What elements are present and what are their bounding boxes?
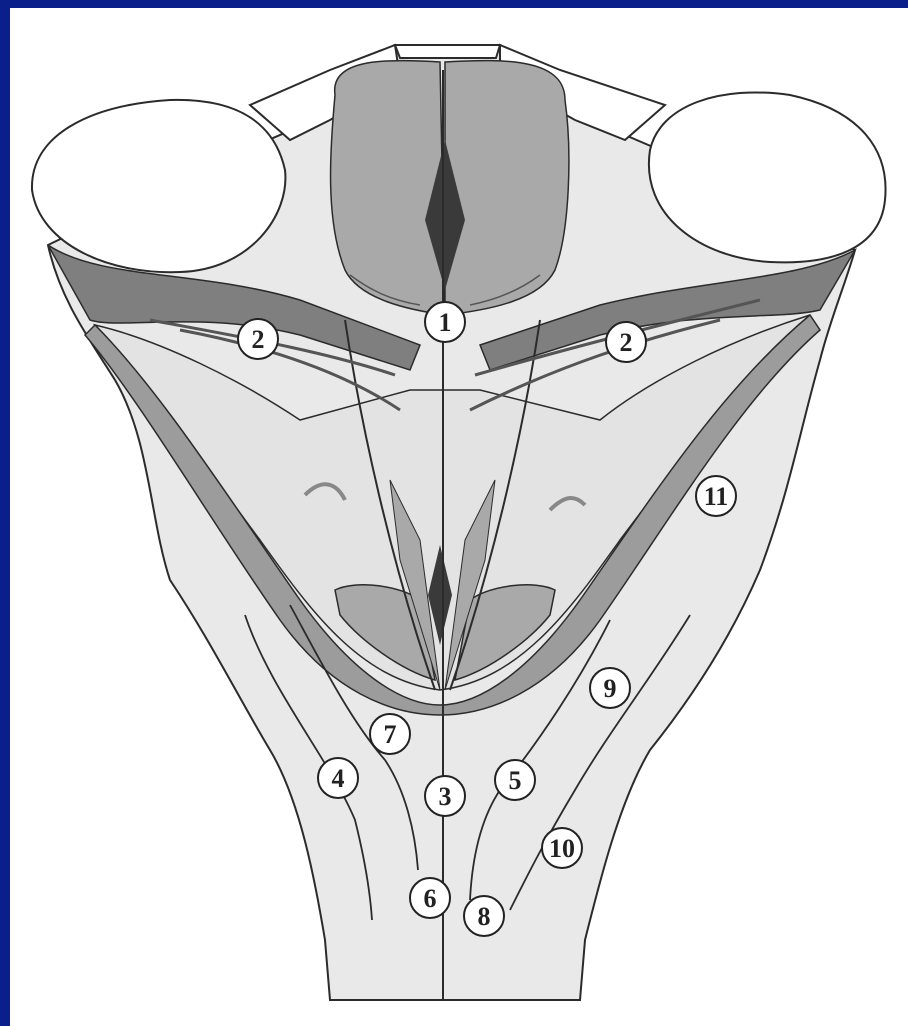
label-10: 10 bbox=[542, 828, 582, 868]
diagram-panel: 1 2 2 11 9 7 4 bbox=[10, 8, 908, 1026]
label-5: 5 bbox=[495, 760, 535, 800]
label-4: 4 bbox=[318, 758, 358, 798]
label-7: 7 bbox=[370, 714, 410, 754]
label-2-right: 2 bbox=[606, 322, 646, 362]
label-11: 11 bbox=[696, 476, 736, 516]
label-8: 8 bbox=[464, 896, 504, 936]
left-peduncle bbox=[32, 100, 285, 272]
label-1: 1 bbox=[425, 302, 465, 342]
label-2-left: 2 bbox=[238, 319, 278, 359]
brainstem-diagram: 1 2 2 11 9 7 4 bbox=[10, 8, 908, 1026]
top-notch bbox=[395, 45, 500, 58]
label-9: 9 bbox=[590, 668, 630, 708]
label-3: 3 bbox=[425, 776, 465, 816]
label-2-right-text: 2 bbox=[620, 328, 633, 357]
label-7-text: 7 bbox=[384, 720, 397, 749]
label-5-text: 5 bbox=[509, 766, 522, 795]
upper-right-grey-lobe bbox=[445, 61, 569, 315]
label-8-text: 8 bbox=[478, 902, 491, 931]
label-11-text: 11 bbox=[704, 482, 729, 511]
label-10-text: 10 bbox=[549, 834, 575, 863]
label-1-text: 1 bbox=[439, 308, 452, 337]
label-4-text: 4 bbox=[332, 764, 345, 793]
label-6-text: 6 bbox=[424, 884, 437, 913]
label-3-text: 3 bbox=[439, 782, 452, 811]
label-6: 6 bbox=[410, 878, 450, 918]
label-2-left-text: 2 bbox=[252, 325, 265, 354]
label-9-text: 9 bbox=[604, 674, 617, 703]
